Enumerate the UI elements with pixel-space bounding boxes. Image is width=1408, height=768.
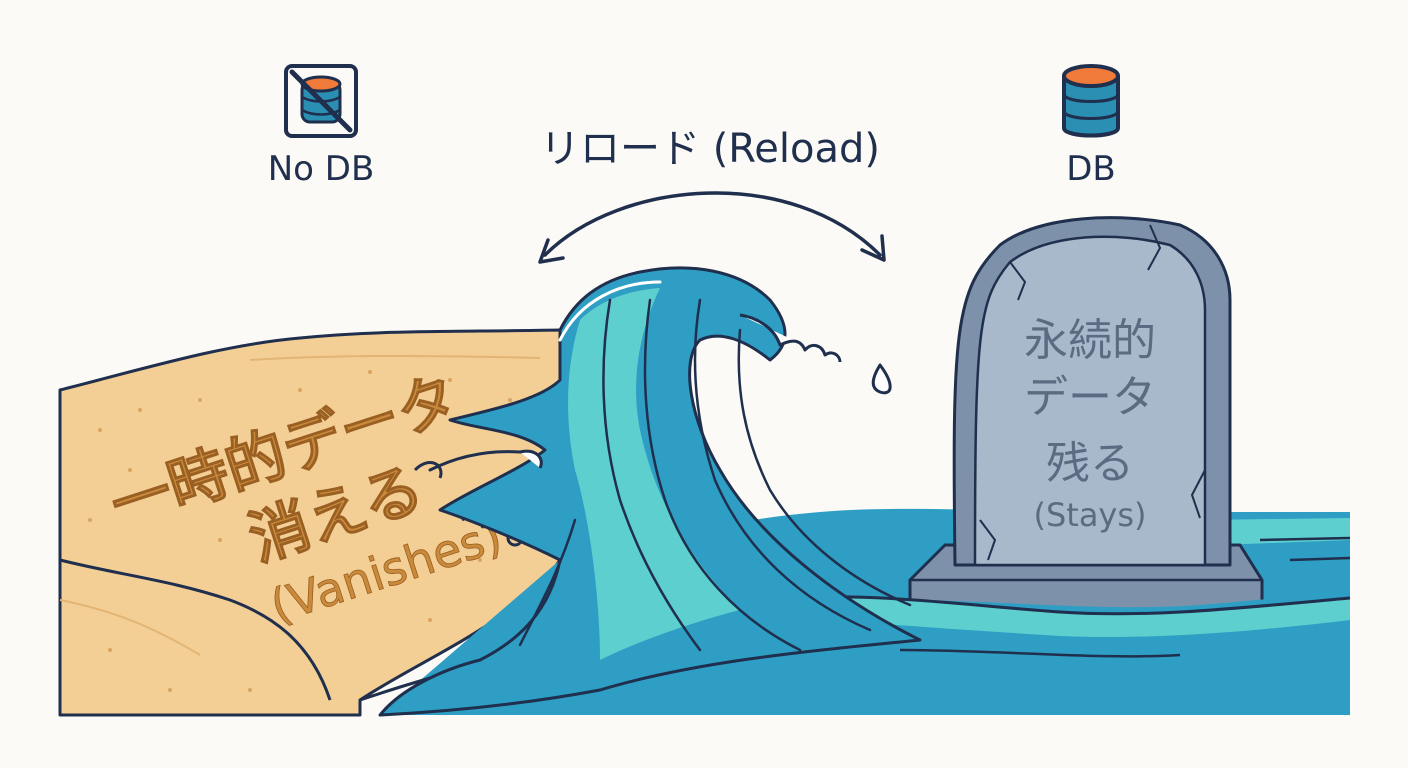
tombstone-text-line3: 残る	[1046, 438, 1134, 489]
tombstone-text-line1: 永続的	[1024, 315, 1156, 366]
tombstone-text: 永続的 データ 残る (Stays)	[1024, 315, 1156, 534]
tombstone-text-line2: データ	[1024, 372, 1156, 423]
tombstone	[908, 216, 1264, 632]
reload-label: リロード (Reload)	[540, 126, 880, 172]
tombstone-text-line4: (Stays)	[1033, 496, 1146, 534]
crossed-database-icon	[284, 64, 358, 138]
big-wave	[378, 266, 922, 717]
database-icon	[1062, 64, 1120, 138]
sand-beach	[58, 328, 602, 717]
no-db-label: No DB	[268, 149, 375, 189]
reload-arrow-icon	[538, 191, 886, 264]
db-label: DB	[1066, 149, 1116, 189]
